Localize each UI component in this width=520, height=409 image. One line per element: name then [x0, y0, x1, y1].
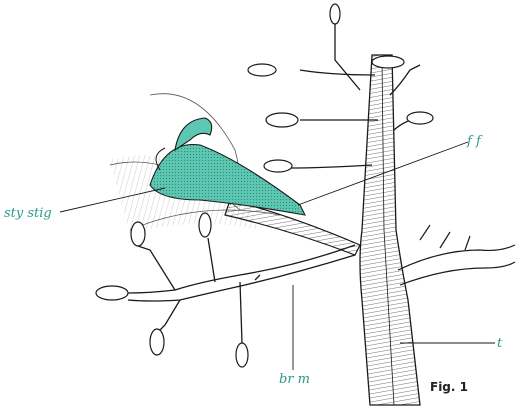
- bud: [199, 213, 211, 237]
- bud: [236, 343, 248, 367]
- label-branch-m: br m: [279, 373, 310, 386]
- upper-branches: [290, 15, 420, 168]
- lower-branch: [128, 238, 355, 343]
- label-style-stigma: sty stig: [4, 207, 52, 220]
- bud: [407, 112, 433, 124]
- right-branch: [398, 225, 515, 285]
- label-ff: f f: [467, 135, 481, 148]
- figure-caption: Fig. 1: [430, 380, 468, 394]
- bud: [372, 56, 404, 68]
- bud: [248, 64, 276, 76]
- bud: [96, 286, 128, 300]
- bud: [131, 222, 145, 246]
- bud: [150, 329, 164, 355]
- bud: [266, 113, 298, 127]
- label-trunk: t: [497, 337, 502, 350]
- main-trunk: [360, 55, 420, 405]
- bud: [330, 4, 340, 24]
- bud: [264, 160, 292, 172]
